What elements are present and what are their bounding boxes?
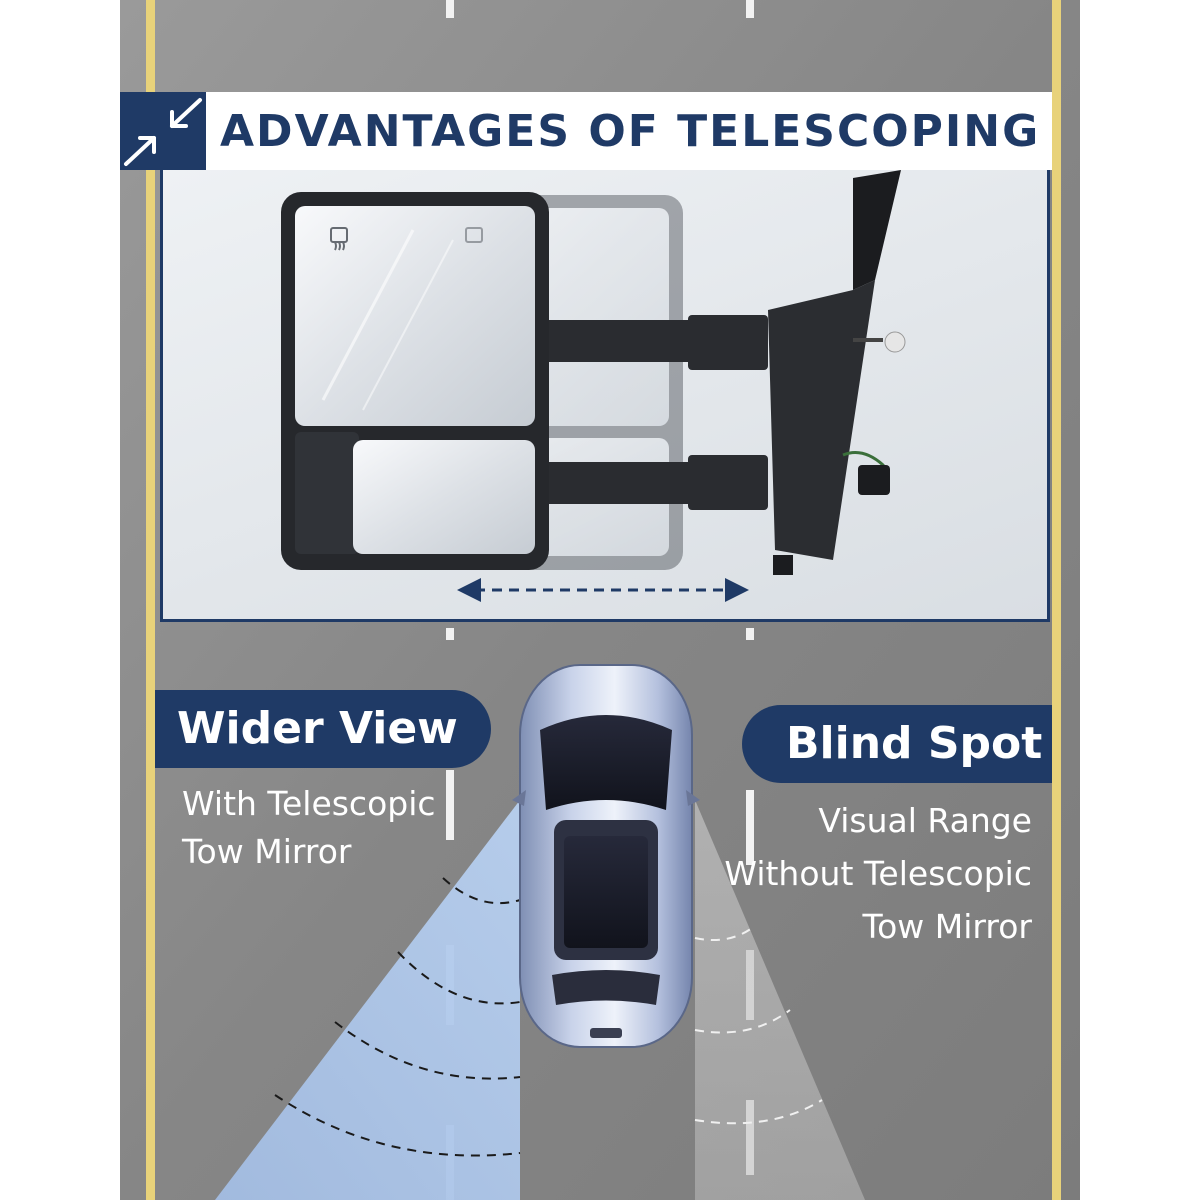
mirror-product-panel xyxy=(160,170,1050,622)
blind-spot-caption-line3: Tow Mirror xyxy=(862,907,1032,946)
wider-view-caption: With Telescopic Tow Mirror xyxy=(182,780,436,876)
right-yellow-line xyxy=(1052,0,1061,1200)
wider-view-cone xyxy=(215,800,521,1200)
banner-title: ADVANTAGES OF TELESCOPING xyxy=(220,106,1041,157)
blind-spot-cone xyxy=(694,800,865,1200)
telescoping-arms xyxy=(543,315,768,510)
blind-spot-caption: Visual Range Without Telescopic Tow Mirr… xyxy=(724,794,1032,953)
car-top-view xyxy=(512,664,700,1048)
wider-view-heading: Wider View xyxy=(155,690,491,768)
blind-spot-caption-line2: Without Telescopic xyxy=(724,854,1032,893)
left-yellow-line xyxy=(146,0,155,1200)
wider-view-caption-line1: With Telescopic xyxy=(182,784,436,823)
double-arrow-icon xyxy=(457,578,749,602)
defrost-heater-icon xyxy=(330,227,483,251)
mirror-mount-base xyxy=(768,170,906,575)
blind-spot-heading: Blind Spot xyxy=(742,705,1052,783)
title-banner: ADVANTAGES OF TELESCOPING xyxy=(120,92,1052,170)
blind-spot-caption-line1: Visual Range xyxy=(818,801,1032,840)
wider-view-caption-line2: Tow Mirror xyxy=(182,832,352,871)
tow-mirror-illustration xyxy=(281,170,906,602)
collapse-arrows-icon xyxy=(120,92,206,170)
retracted-mirror xyxy=(281,192,549,570)
